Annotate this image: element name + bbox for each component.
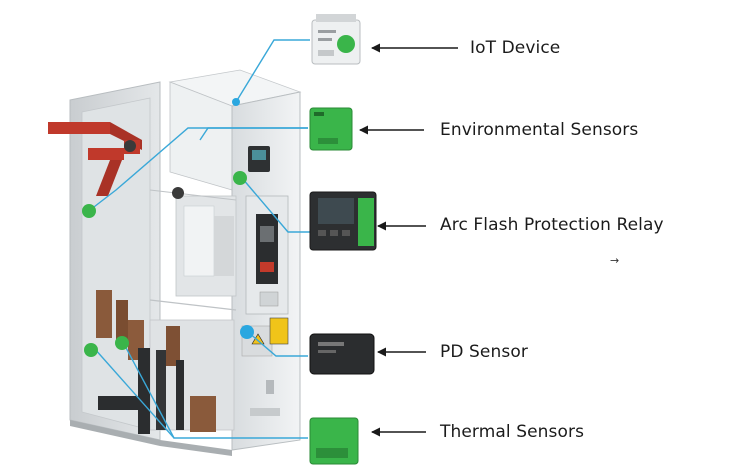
label-thermal-sensors: Thermal Sensors: [440, 422, 585, 442]
cursor-arrow-icon: →: [610, 254, 620, 267]
pd-sensor-image: [309, 333, 375, 375]
marker-thermal-1: [84, 343, 98, 357]
arc-leader: [241, 177, 310, 233]
marker-env-2: [233, 171, 247, 185]
label-pd-sensor: PD Sensor: [440, 342, 528, 362]
label-iot-device: IoT Device: [470, 38, 561, 58]
thermal-leader-2: [93, 347, 175, 439]
thermal-sensor-image: [309, 417, 359, 465]
marker-env-1: [82, 204, 96, 218]
sensor-markers: [82, 98, 254, 357]
marker-iot: [232, 98, 240, 106]
iot-leader: [235, 39, 310, 103]
iot-device-image: [311, 14, 361, 65]
label-arc-flash-relay: Arc Flash Protection Relay: [440, 215, 664, 235]
busbars: [48, 122, 142, 196]
marker-thermal-2: [115, 336, 129, 350]
env-leader-2: [199, 127, 308, 141]
copper-connectors: [96, 290, 216, 432]
pd-leader: [247, 331, 308, 357]
cables: [98, 348, 184, 434]
marker-dark-2: [172, 187, 184, 199]
callout-arrows: [359, 43, 458, 437]
leader-lines: [89, 39, 310, 439]
marker-pd: [240, 325, 254, 339]
marker-dark-1: [124, 140, 136, 152]
environmental-sensor-image: [309, 107, 353, 151]
label-environmental-sensors: Environmental Sensors: [440, 120, 639, 140]
arc-flash-relay-image: [309, 191, 377, 251]
